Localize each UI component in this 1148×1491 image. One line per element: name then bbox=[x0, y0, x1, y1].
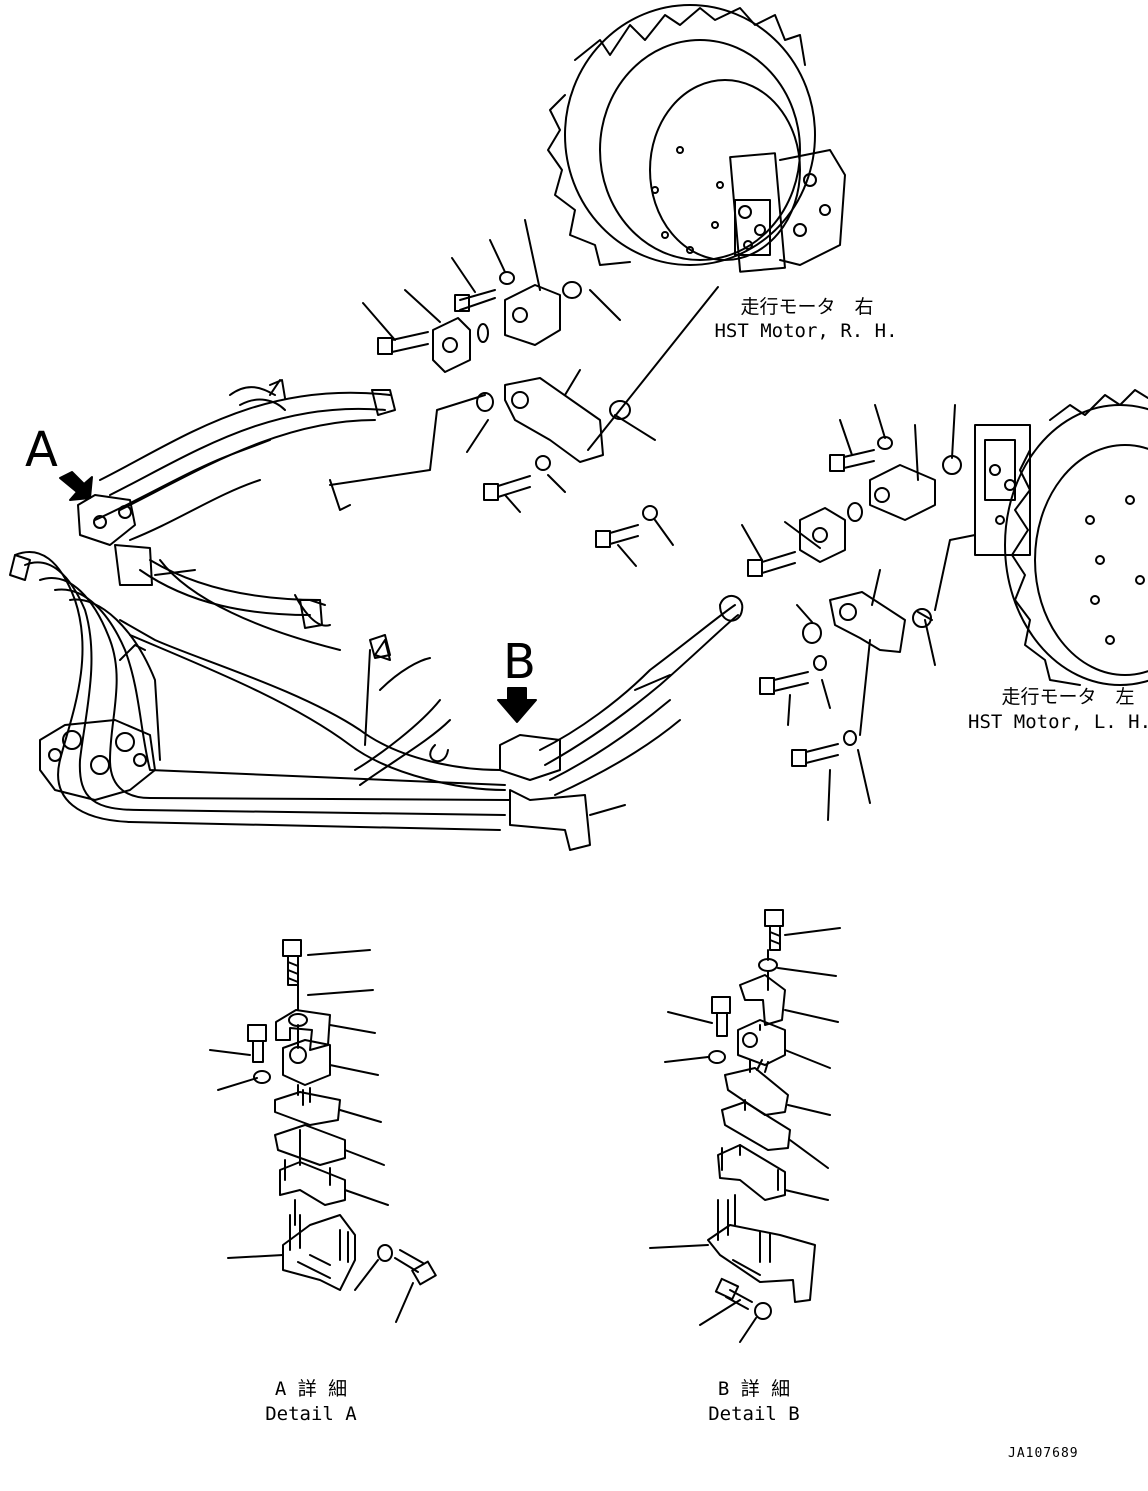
detail-b-title-jp: B 詳 細 bbox=[717, 1378, 791, 1400]
hose-assembly bbox=[9, 379, 744, 851]
callout-b-label: B bbox=[503, 634, 536, 690]
detail-a-exploded bbox=[209, 939, 437, 1323]
callout-a-label: A bbox=[25, 422, 58, 478]
detail-a-title-en: Detail A bbox=[265, 1403, 357, 1425]
motor-lh-label-en: HST Motor, L. H. bbox=[968, 711, 1148, 733]
arrow-a-icon bbox=[59, 471, 93, 501]
travel-motor-lh bbox=[974, 389, 1148, 686]
motor-rh-label-en: HST Motor, R. H. bbox=[714, 320, 898, 342]
lh-fittings bbox=[741, 404, 976, 821]
motor-lh-label-jp: 走行モータ 左 bbox=[1001, 686, 1135, 708]
drawing-number: JA107689 bbox=[1008, 1446, 1079, 1461]
arrow-b-icon bbox=[497, 687, 537, 723]
detail-a-title-jp: A 詳 細 bbox=[274, 1378, 348, 1400]
detail-b-exploded bbox=[649, 909, 841, 1343]
motor-rh-label-jp: 走行モータ 右 bbox=[740, 296, 874, 318]
travel-motor-rh bbox=[547, 4, 846, 273]
detail-b-title-en: Detail B bbox=[708, 1403, 800, 1425]
rh-fittings bbox=[329, 219, 719, 567]
